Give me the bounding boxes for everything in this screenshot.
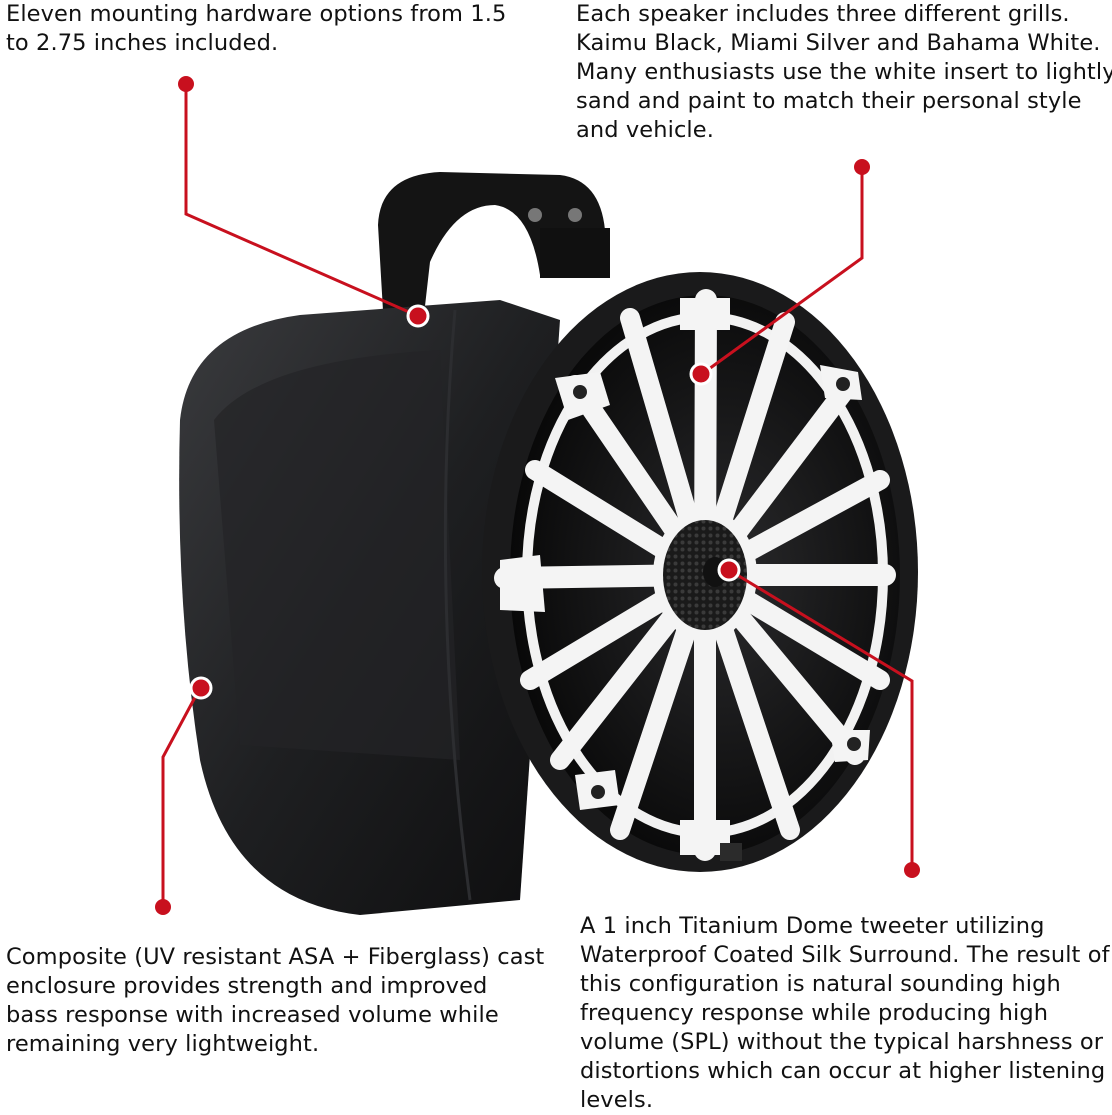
grill-screws: [500, 298, 870, 861]
callout-line-tweeter: [728, 568, 914, 870]
callout-line-mounting: [184, 84, 419, 318]
mounting-clamp: [378, 172, 610, 350]
dot-tweeter-target: [717, 558, 741, 582]
callout-line-enclosure: [161, 687, 202, 907]
dot-mounting-anchor: [178, 76, 194, 92]
dot-grills-target: [689, 362, 713, 386]
callout-tweeter: A 1 inch Titanium Dome tweeter utilizing…: [580, 913, 1110, 1113]
dot-grills-anchor: [854, 159, 870, 175]
callout-mounting-hardware: Eleven mounting hardware options from 1.…: [6, 1, 507, 56]
callout-enclosure: Composite (UV resistant ASA + Fiberglass…: [6, 944, 545, 1057]
dot-enclosure-target: [189, 676, 213, 700]
dot-enclosure-anchor: [155, 899, 171, 915]
enclosure-body: [179, 300, 560, 915]
dot-mounting-target: [406, 304, 430, 328]
callout-grills: Each speaker includes three different gr…: [576, 1, 1112, 143]
dot-tweeter-anchor: [904, 862, 920, 878]
callout-lines: [161, 84, 914, 907]
callout-dots: [155, 76, 920, 915]
tweeter: [653, 509, 757, 641]
callout-line-grills: [701, 167, 864, 376]
